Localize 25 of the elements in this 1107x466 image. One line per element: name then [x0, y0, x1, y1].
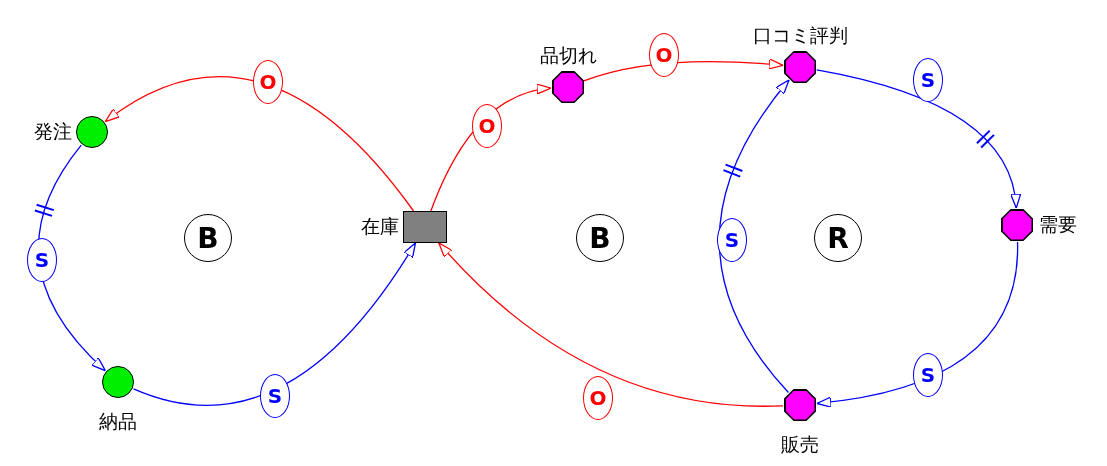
causal-arrow: [718, 79, 790, 394]
polarity-label: O: [472, 104, 502, 148]
causal-arrow: [132, 242, 417, 406]
polarity-label: O: [583, 376, 613, 420]
polarity-label: S: [717, 218, 747, 262]
variable-label: 販売: [781, 435, 819, 454]
variable-label: 品切れ: [539, 46, 597, 65]
causal-arrow: [816, 69, 1021, 209]
variable-label: 納品: [99, 412, 137, 431]
causal-arrow: [816, 241, 1019, 408]
polarity-label: S: [913, 353, 943, 397]
causal-arrow: [104, 76, 415, 212]
variable-label: 需要: [1039, 215, 1077, 234]
variable-label: 在庫: [361, 217, 399, 236]
loop-marker: B: [576, 214, 624, 262]
polarity-label: O: [253, 60, 283, 104]
loop-marker: B: [184, 214, 232, 262]
polarity-label: O: [649, 33, 679, 77]
polarity-label: S: [27, 238, 57, 282]
variable-label: 発注: [34, 122, 72, 141]
polarity-label: S: [913, 58, 943, 102]
variable-label: 口コミ評判: [752, 26, 848, 45]
polarity-label: S: [260, 374, 290, 418]
causal-arrow: [438, 242, 784, 407]
loop-marker: R: [814, 214, 862, 262]
